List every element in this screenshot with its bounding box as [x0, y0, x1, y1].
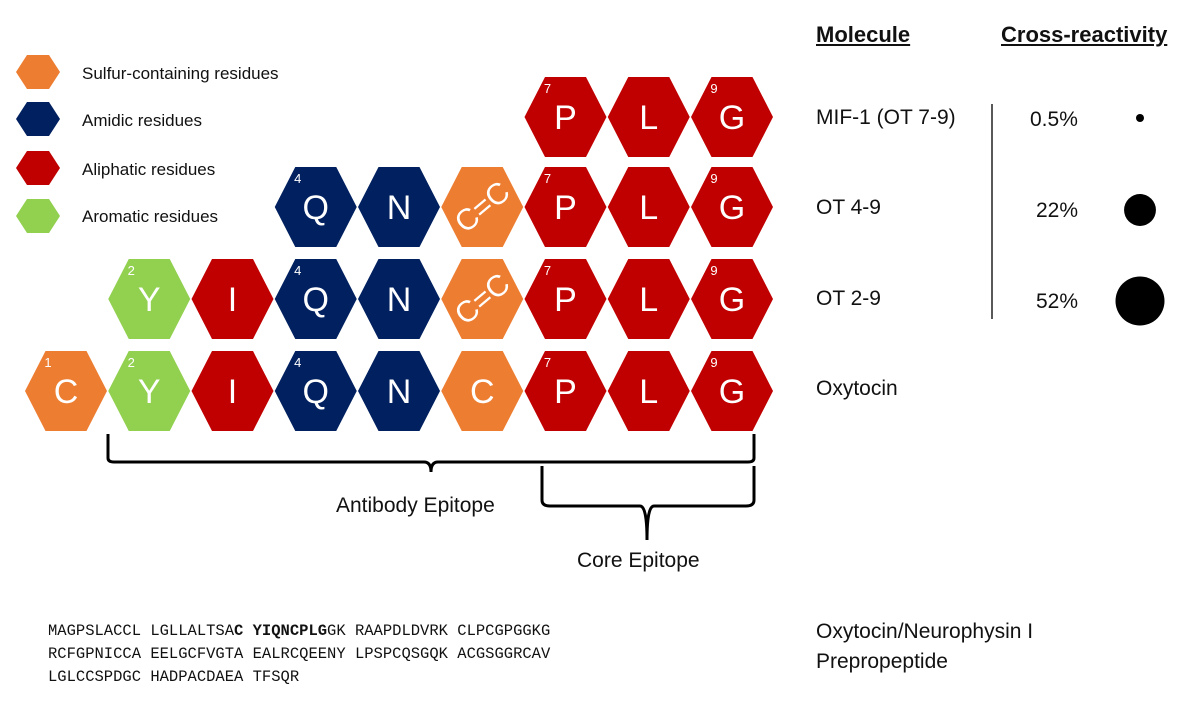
residue-position-number: 9 [710, 81, 717, 96]
core-epitope-label: Core Epitope [577, 549, 700, 572]
residue-position-number: 4 [294, 263, 301, 278]
cross-reactivity-ot2-9: 52% [1036, 290, 1079, 313]
cross-reactivity-bubble-2 [1124, 194, 1156, 226]
residue-position-number: 1 [44, 355, 51, 370]
residue-hex-row3-pos4: Q4 [274, 259, 357, 339]
residue-letter: N [387, 373, 412, 411]
residue-letter: N [387, 281, 412, 319]
residue-letter: L [639, 281, 658, 319]
residue-letter: Y [138, 281, 161, 319]
residue-letter: G [719, 281, 745, 319]
residue-letter: G [719, 189, 745, 227]
residue-letter: L [639, 99, 658, 137]
antibody-epitope-label: Antibody Epitope [336, 494, 495, 517]
legend-label-aliphatic: Aliphatic residues [82, 160, 216, 179]
residue-hex-row3-pos2: Y2 [108, 259, 191, 339]
residue-position-number: 7 [544, 263, 551, 278]
legend-swatch-3 [16, 151, 60, 185]
residue-hex-row4-pos8: L [607, 351, 690, 431]
residue-hex-row2-pos6: C=C [441, 167, 524, 247]
sequence-line-2: RCFGPNICCA EELGCFVGTA EALRCQEENY LPSPCQS… [48, 645, 551, 663]
residue-letter: P [554, 281, 577, 319]
residue-hex-row2-pos9: G9 [691, 167, 773, 247]
residue-position-number: 7 [544, 355, 551, 370]
cross-reactivity-bubble-1 [1136, 114, 1144, 122]
sequence-line-1: MAGPSLACCL LGLLALTSAC YIQNCPLGGK RAAPDLD… [48, 622, 551, 640]
residue-position-number: 7 [544, 171, 551, 186]
molecule-name-ot2-9: OT 2-9 [816, 287, 881, 310]
residue-letter: I [228, 373, 237, 411]
residue-hex-row1-pos9: G9 [691, 77, 773, 157]
residue-letter: I [228, 281, 237, 319]
sequence-line-3: LGLCCSPDGC HADPACDAEA TFSQR [48, 668, 300, 686]
residue-hex-row2-pos4: Q4 [274, 167, 357, 247]
residue-position-number: 9 [710, 171, 717, 186]
prepropeptide-sequence: MAGPSLACCL LGLLALTSAC YIQNCPLGGK RAAPDLD… [48, 620, 550, 689]
residue-hex-row1-pos7: P7 [524, 77, 607, 157]
cross-reactivity-column-header: Cross-reactivity [1001, 22, 1168, 47]
residue-hex-row3-pos5: N [358, 259, 440, 339]
residue-hex-row3-pos8: L [607, 259, 690, 339]
residue-letter: Q [303, 281, 329, 319]
residue-hex-row3-pos3: I [191, 259, 274, 339]
residue-hex-row3-pos7: P7 [524, 259, 607, 339]
legend-swatch-1 [16, 55, 60, 89]
residue-letter: C [470, 373, 495, 411]
residue-position-number: 2 [128, 355, 135, 370]
residue-hex-row4-pos5: N [358, 351, 440, 431]
core-epitope-bracket [540, 466, 756, 541]
residue-hex-row4-pos1: C1 [25, 351, 107, 431]
cross-reactivity-bubble-3 [1115, 276, 1165, 326]
residue-hex-row3-pos9: G9 [691, 259, 773, 339]
residue-position-number: 4 [294, 171, 301, 186]
residue-hex-row4-pos2: Y2 [108, 351, 191, 431]
molecule-name-mif1: MIF-1 (OT 7-9) [816, 106, 956, 129]
residue-position-number: 9 [710, 263, 717, 278]
residue-hex-row4-pos7: P7 [524, 351, 607, 431]
residue-letter: L [639, 189, 658, 227]
residue-letter: G [719, 99, 745, 137]
residue-position-number: 4 [294, 355, 301, 370]
legend-swatch-4 [16, 199, 60, 233]
oxytocin-sequence-bold: C YIQNCPLG [234, 622, 328, 640]
residue-letter: P [554, 99, 577, 137]
residue-hex-row2-pos7: P7 [524, 167, 607, 247]
cross-reactivity-ot4-9: 22% [1036, 199, 1079, 222]
legend-swatch-2 [16, 102, 60, 136]
residue-hex-row4-pos4: Q4 [274, 351, 357, 431]
residue-letter: N [387, 189, 412, 227]
residue-hex-row4-pos9: G9 [691, 351, 773, 431]
residue-position-number: 2 [128, 263, 135, 278]
residue-letter: L [639, 373, 658, 411]
legend-label-sulfur: Sulfur-containing residues [82, 64, 279, 83]
residue-hex-row1-pos8: L [607, 77, 690, 157]
residue-letter: G [719, 373, 745, 411]
residue-letter: P [554, 189, 577, 227]
residue-position-number: 9 [710, 355, 717, 370]
residue-letter: Q [303, 373, 329, 411]
molecule-name-ot4-9: OT 4-9 [816, 196, 881, 219]
legend-label-amidic: Amidic residues [82, 111, 202, 130]
residue-hex-row2-pos8: L [607, 167, 690, 247]
antibody-epitope-bracket [106, 434, 756, 473]
residue-hex-row2-pos5: N [358, 167, 440, 247]
legend-label-aromatic: Aromatic residues [82, 207, 219, 226]
molecule-name-oxytocin: Oxytocin [816, 377, 898, 400]
residue-hex-row4-pos6: C [441, 351, 524, 431]
residue-letter: C [54, 373, 79, 411]
molecule-column-header: Molecule [816, 22, 911, 47]
residue-letter: Y [138, 373, 161, 411]
residue-hex-row4-pos3: I [191, 351, 274, 431]
residue-letter: P [554, 373, 577, 411]
residue-hex-row3-pos6: C=C [441, 259, 524, 339]
residue-letter: Q [303, 189, 329, 227]
residue-position-number: 7 [544, 81, 551, 96]
prepropeptide-name: Oxytocin/Neurophysin I Prepropeptide [816, 620, 1034, 673]
cross-reactivity-mif1: 0.5% [1030, 108, 1078, 131]
